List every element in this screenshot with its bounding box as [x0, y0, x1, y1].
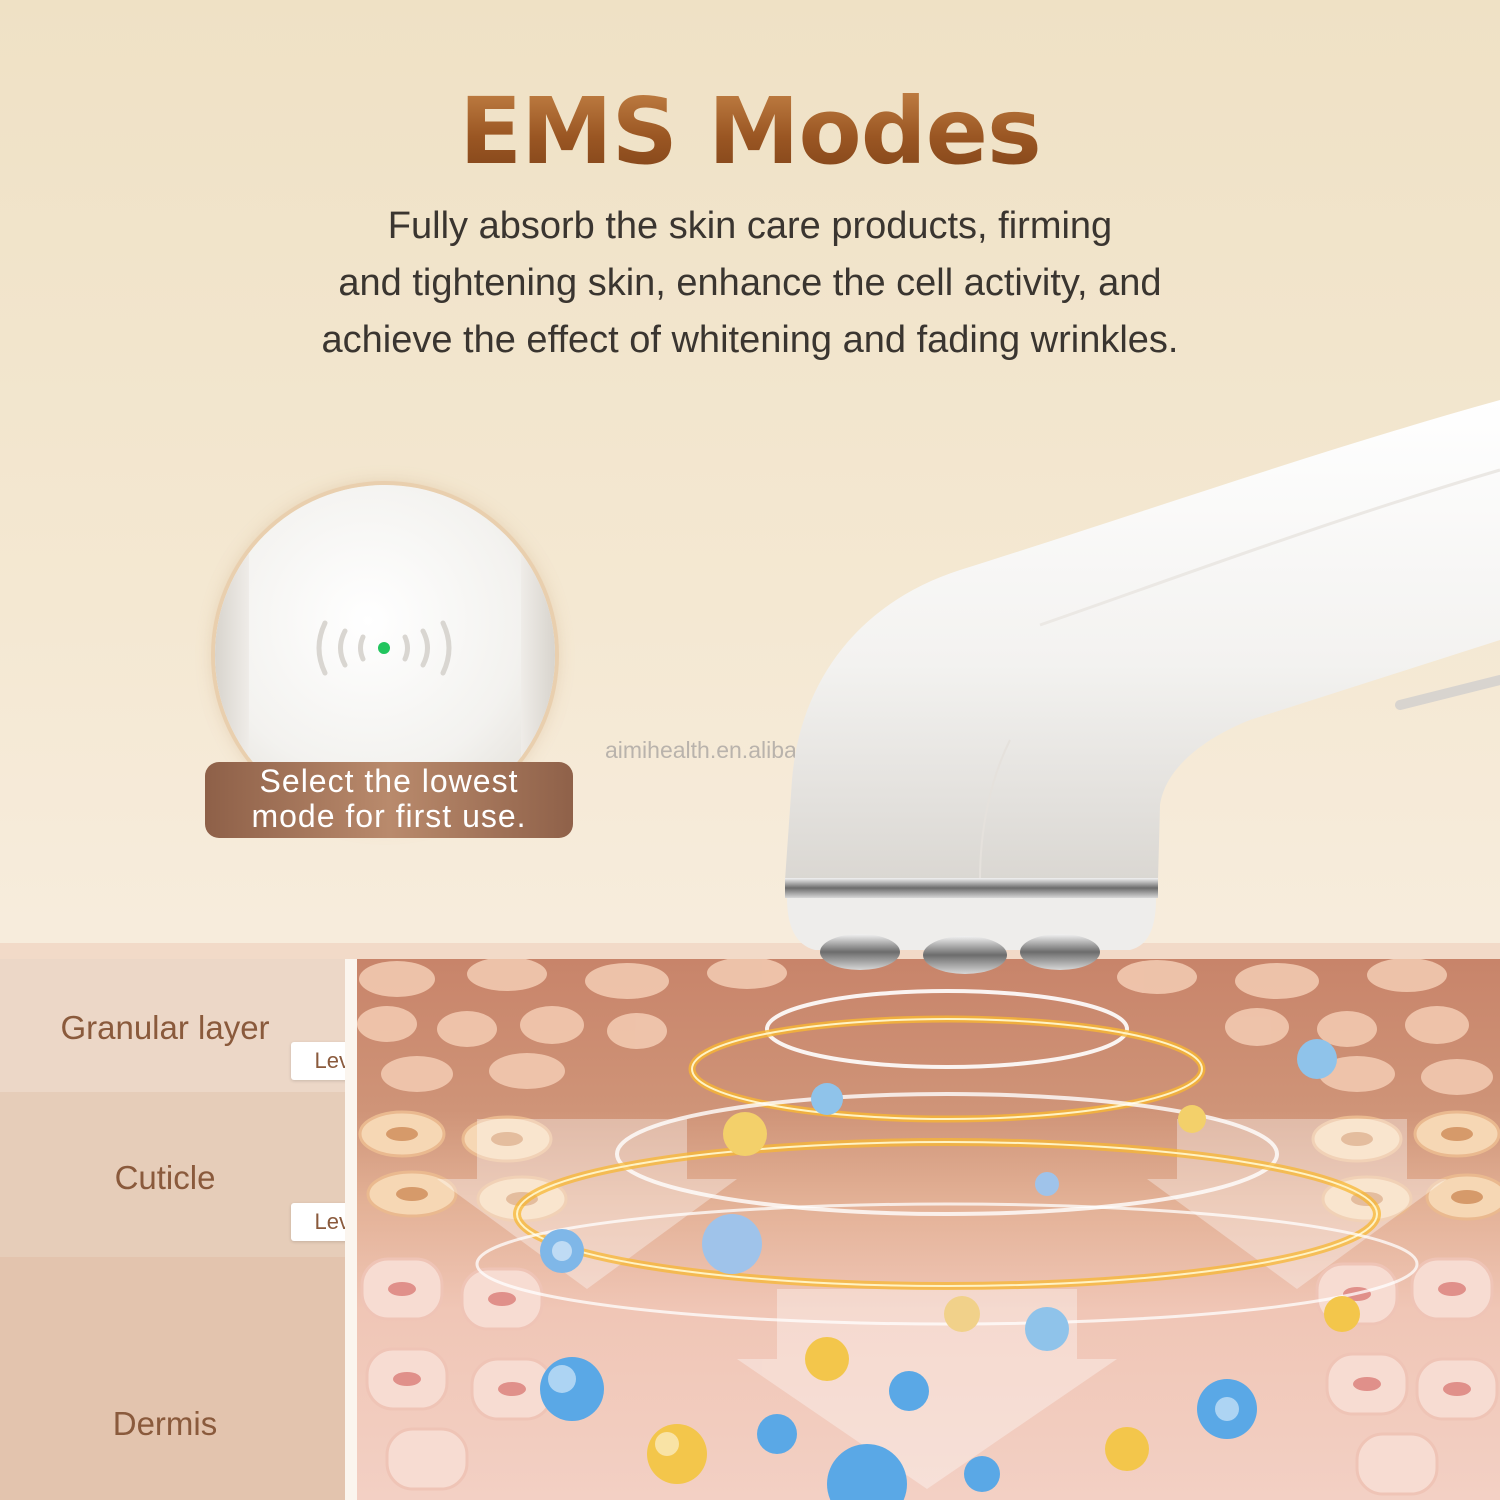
layer-label-granular: Granular layer: [60, 1009, 270, 1046]
vibration-wave-icon: [316, 620, 452, 676]
device-chrome-band: [785, 878, 1158, 898]
subtitle-line-2: and tightening skin, enhance the cell ac…: [338, 262, 1162, 304]
callout-line-2: mode for first use.: [251, 798, 527, 834]
skin-cells-illustration: [357, 959, 1500, 1500]
layer-legend: Granular layer Level 1 Cuticle Level 2 D…: [0, 959, 409, 1500]
dermis-band: [0, 1257, 345, 1500]
page-title: EMS Modes: [0, 78, 1500, 185]
callout-line-1: Select the lowest: [259, 763, 519, 799]
subtitle-line-1: Fully absorb the skin care products, fir…: [387, 205, 1113, 247]
granular-layer-band: [0, 959, 345, 1092]
layer-label-cuticle: Cuticle: [114, 1159, 216, 1196]
indicator-led-icon: [378, 642, 390, 654]
cuticle-band: [0, 1092, 345, 1257]
layer-label-dermis: Dermis: [112, 1405, 218, 1442]
skin-cross-section: [357, 959, 1500, 1500]
first-use-callout: Select the lowest mode for first use.: [205, 762, 573, 838]
subtitle-line-3: achieve the effect of whitening and fadi…: [321, 319, 1179, 361]
legend-separator: [345, 959, 357, 1500]
page-subtitle: Fully absorb the skin care products, fir…: [250, 198, 1250, 369]
watermark: aimihealth.en.alibaba.com: [605, 737, 873, 763]
section-divider: [0, 943, 1500, 959]
